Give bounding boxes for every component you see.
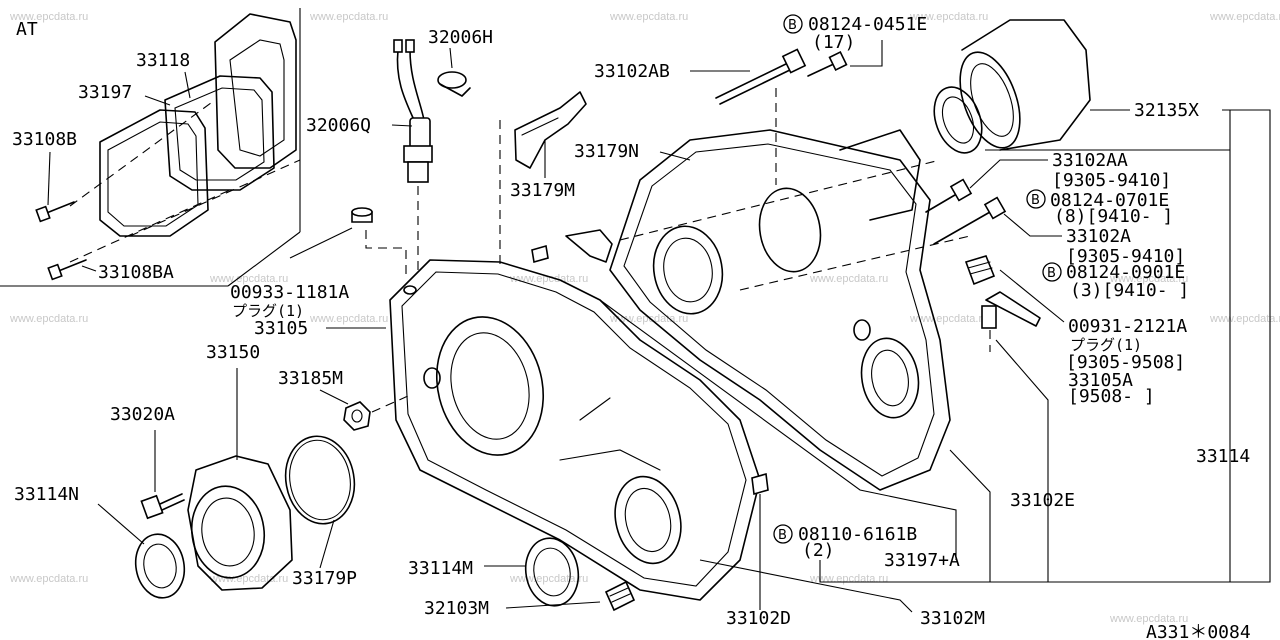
callout-08124-0701E: 08124-0701E [1050, 190, 1169, 211]
plug-32103M: 32103M [424, 580, 636, 619]
callout-33105A-range: [9508- ] [1068, 386, 1155, 407]
callout-33020A: 33020A [110, 404, 175, 425]
section-label-at: AT [16, 19, 38, 40]
callout-33102AB: 33102AB [594, 61, 670, 82]
callout-33179N: 33179N [574, 141, 639, 162]
callout-00931-2121A: 00931-2121A [1068, 316, 1187, 337]
watermark: www.epcdata.ru [609, 11, 688, 23]
watermark: www.epcdata.ru [1209, 11, 1280, 23]
bolt-33020A: 33020A [110, 404, 185, 520]
cover-32135X: 32135X [819, 19, 1271, 583]
watermark: www.epcdata.ru [309, 313, 388, 325]
callout-32006Q: 32006Q [306, 115, 371, 136]
callout-00931-2121A-range: [9305-9508] [1066, 352, 1185, 373]
callout-32103M: 32103M [424, 598, 489, 619]
watermark: www.epcdata.ru [9, 573, 88, 585]
watermark: www.epcdata.ru [309, 11, 388, 23]
retainer-33150: 33150 [187, 342, 293, 591]
callout-33179M: 33179M [510, 180, 575, 201]
callout-group-lower-right: B 08110-6161B (2) 33197+A 33102M [699, 524, 985, 629]
seal-33114M: 33114M [408, 537, 580, 607]
bolt-marker-b: B [788, 18, 797, 33]
callout-33114M: 33114M [408, 558, 473, 579]
callout-08110-6161B-qty: (2) [802, 540, 835, 561]
watermark: www.epcdata.ru [509, 273, 588, 285]
callout-33102A: 33102A [1066, 226, 1131, 247]
callout-08124-0701E-qty: (8)[9410- ] [1054, 206, 1173, 227]
callout-00933-1181A-note: プラグ(1) [232, 302, 304, 320]
callout-08124-0901E-qty: (3)[9410- ] [1070, 280, 1189, 301]
callout-33105: 33105 [254, 318, 308, 339]
plug-00931-2121A: 00931-2121A プラグ(1) [9305-9508] 33105A [9… [964, 255, 1187, 582]
nut-33185M: 33185M [278, 368, 409, 431]
watermark-grid: www.epcdata.ru www.epcdata.ru www.epcdat… [9, 11, 1280, 625]
callout-33197A: 33197+A [884, 550, 960, 571]
callout-32135X: 32135X [1134, 100, 1199, 121]
bolt-marker-b: B [778, 528, 787, 543]
callout-00931-2121A-note: プラグ(1) [1070, 336, 1142, 354]
callout-33102D: 33102D [726, 608, 791, 629]
watermark: www.epcdata.ru [809, 273, 888, 285]
bracket-33179M: 33179M [499, 91, 587, 265]
callout-33118: 33118 [136, 50, 190, 71]
callout-33185M: 33185M [278, 368, 343, 389]
bolt-33102A: 33102A [9305-9410] B 08124-0901E (3)[941… [933, 196, 1189, 301]
watermark: www.epcdata.ru [809, 573, 888, 585]
callout-08124-0451E: 08124-0451E [808, 14, 927, 35]
callout-33102AA-range: [9305-9410] [1052, 170, 1171, 191]
callout-33102AA: 33102AA [1052, 150, 1128, 171]
watermark: www.epcdata.ru [9, 11, 88, 23]
reference-code: A331＊0084 [1146, 622, 1251, 640]
callout-08124-0451E-qty: (17) [812, 32, 855, 53]
watermark: www.epcdata.ru [1109, 613, 1188, 625]
bolt-marker-b: B [1047, 266, 1056, 281]
callout-33114: 33114 [1196, 446, 1250, 467]
callout-33179P: 33179P [292, 568, 357, 589]
watermark: www.epcdata.ru [9, 313, 88, 325]
callout-33102M: 33102M [920, 608, 985, 629]
watermark: www.epcdata.ru [609, 313, 688, 325]
at-inset: AT 33118 33197 33108B 33108BA [0, 8, 301, 287]
callout-08110-6161B: 08110-6161B [798, 524, 917, 545]
bolt-33108B [35, 201, 75, 223]
watermark: www.epcdata.ru [1109, 273, 1188, 285]
front-case-33105: 00933-1181A プラグ(1) 33105 33102D [230, 207, 957, 629]
watermark: www.epcdata.ru [209, 273, 288, 285]
seal-33114N: 33114N [14, 484, 186, 599]
callout-33150: 33150 [206, 342, 260, 363]
callout-33108B: 33108B [12, 129, 77, 150]
o-ring-33179P: 33179P [284, 435, 357, 589]
bolt-33102AB: 33102AB [594, 48, 807, 105]
callout-08124-0901E: 08124-0901E [1066, 262, 1185, 283]
watermark: www.epcdata.ru [1209, 313, 1280, 325]
watermark: www.epcdata.ru [509, 573, 588, 585]
callout-33105A: 33105A [1068, 370, 1133, 391]
callout-33114N: 33114N [14, 484, 79, 505]
callout-32006H: 32006H [428, 27, 493, 48]
rear-case-33114: 33179N 33114 [574, 110, 1250, 582]
callout-33197: 33197 [78, 82, 132, 103]
callout-33108BA: 33108BA [98, 262, 174, 283]
callout-00933-1181A: 00933-1181A [230, 282, 349, 303]
bolt-33102AA: 33102AA [9305-9410] B 08124-0701E (8)[94… [925, 150, 1173, 227]
bolt-marker-b: B [1031, 193, 1040, 208]
bolt-33108BA [47, 259, 87, 281]
callout-33102A-range: [9305-9410] [1066, 246, 1185, 267]
watermark: www.epcdata.ru [909, 11, 988, 23]
watermark: www.epcdata.ru [909, 313, 988, 325]
speed-sensor-harness: 32006H 32006Q [306, 27, 493, 270]
bolt-08124-0451E: B 08124-0451E (17) [775, 14, 927, 185]
callout-33102E: 33102E [1010, 490, 1075, 511]
